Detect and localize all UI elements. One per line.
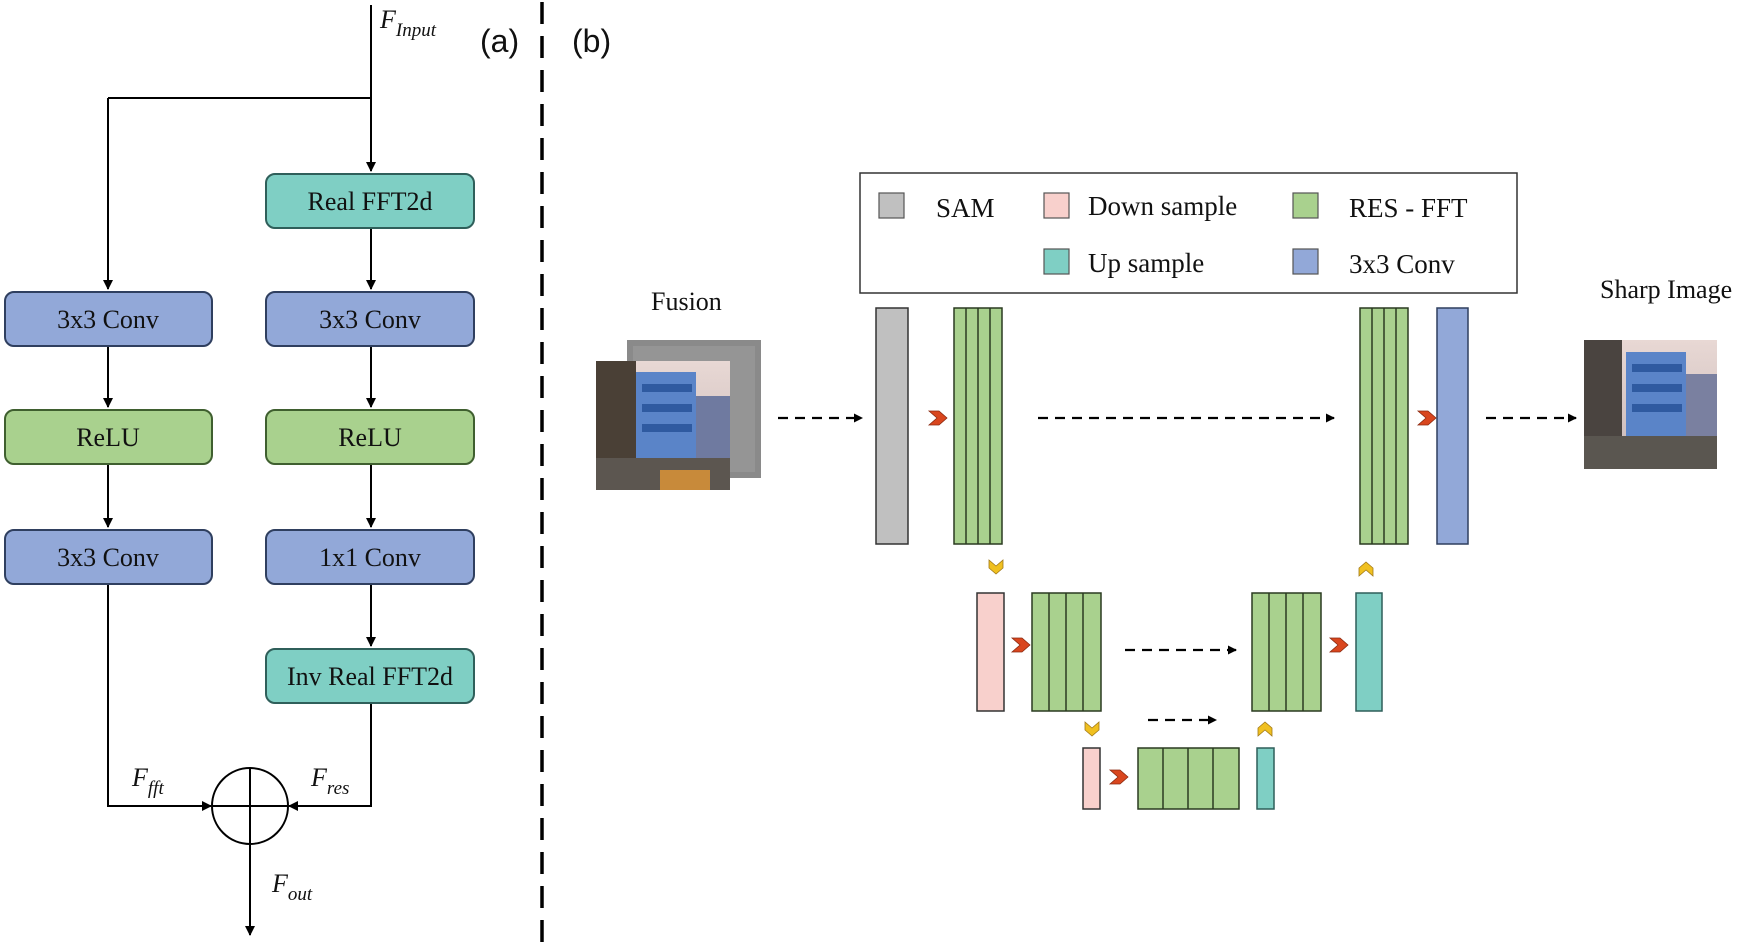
bottleneck-level bbox=[1082, 747, 1275, 810]
fusion-image-stack bbox=[596, 340, 761, 490]
legend-conv-swatch bbox=[1292, 248, 1319, 275]
res-fft-block-enc-2 bbox=[1031, 592, 1102, 712]
dashed-arrows bbox=[778, 413, 1577, 725]
encoder-level-2 bbox=[976, 592, 1102, 712]
chevron-down-icon-1 bbox=[988, 559, 1004, 575]
left-relu-box bbox=[4, 409, 213, 465]
yellow-chevrons bbox=[988, 559, 1374, 737]
down-sample-block-2 bbox=[1082, 747, 1101, 810]
encoder-level-1 bbox=[875, 307, 1003, 545]
left-branch: 3x3 Conv ReLU 3x3 Conv bbox=[4, 291, 213, 585]
panel-a-tag: (a) bbox=[480, 23, 519, 59]
left-relu-label: ReLU bbox=[76, 423, 140, 452]
left-conv-3x3-label: 3x3 Conv bbox=[57, 305, 159, 334]
sum-node bbox=[211, 767, 289, 845]
legend-up-label: Up sample bbox=[1088, 248, 1204, 278]
legend-sam-swatch bbox=[878, 192, 905, 219]
up-sample-block-2 bbox=[1256, 747, 1275, 810]
panel-a-wires bbox=[103, 5, 376, 936]
legend-conv-label: 3x3 Conv bbox=[1349, 249, 1455, 279]
red-arrow-icon-3 bbox=[1010, 637, 1031, 653]
left-conv-3x3-2-label: 3x3 Conv bbox=[57, 543, 159, 572]
decoder-level-2 bbox=[1251, 592, 1383, 712]
conv-1x1-box bbox=[265, 529, 475, 585]
sam-block bbox=[875, 307, 909, 545]
right-branch: Real FFT2d 3x3 Conv ReLU 1x1 Conv Inv Re… bbox=[265, 173, 475, 704]
real-fft2d-box bbox=[265, 173, 475, 229]
legend-down-label: Down sample bbox=[1088, 191, 1237, 221]
up-sample-block-1 bbox=[1355, 592, 1383, 712]
panel-b-tag: (b) bbox=[572, 23, 611, 59]
res-variable: Fres bbox=[310, 763, 349, 799]
decoder-level-1 bbox=[1359, 307, 1469, 545]
legend-resfft-swatch bbox=[1292, 192, 1319, 219]
conv-1x1-label: 1x1 Conv bbox=[319, 543, 421, 572]
panel-a: (a) FInput 3x3 Conv ReLU bbox=[4, 5, 519, 936]
left-conv-3x3-2-box bbox=[4, 529, 213, 585]
inv-real-fft2d-label: Inv Real FFT2d bbox=[287, 662, 453, 691]
input-variable: FInput bbox=[379, 5, 437, 41]
sharp-image-label: Sharp Image bbox=[1600, 275, 1732, 304]
chevron-up-icon-2 bbox=[1257, 721, 1273, 737]
sharp-image bbox=[1584, 340, 1717, 469]
res-fft-block-dec-1 bbox=[1359, 307, 1409, 545]
real-fft2d-label: Real FFT2d bbox=[308, 187, 433, 216]
right-conv-3x3-box bbox=[265, 291, 475, 347]
legend-up-swatch bbox=[1043, 248, 1070, 275]
res-fft-block-dec-2 bbox=[1251, 592, 1322, 712]
legend: SAM Down sample RES - FFT Up sample 3x3 … bbox=[859, 172, 1518, 294]
chevron-up-icon-1 bbox=[1358, 561, 1374, 577]
fusion-label: Fusion bbox=[651, 287, 722, 316]
fft-variable: Ffft bbox=[131, 763, 164, 799]
conv-3x3-block bbox=[1436, 307, 1469, 545]
inv-real-fft2d-box bbox=[265, 648, 475, 704]
legend-frame bbox=[859, 172, 1518, 294]
fusion-image-front bbox=[596, 361, 730, 490]
red-arrow-icon-4 bbox=[1328, 637, 1349, 653]
res-fft-block-enc-1 bbox=[953, 307, 1003, 545]
red-arrow-icon-5 bbox=[1108, 769, 1129, 785]
red-arrow-icon-1 bbox=[927, 410, 948, 426]
right-conv-3x3-label: 3x3 Conv bbox=[319, 305, 421, 334]
red-flow-arrows bbox=[927, 410, 1437, 785]
right-relu-label: ReLU bbox=[338, 423, 402, 452]
left-conv-3x3-box bbox=[4, 291, 213, 347]
legend-resfft-label: RES - FFT bbox=[1349, 193, 1468, 223]
down-sample-block-1 bbox=[976, 592, 1005, 712]
panel-b: (b) SAM Down sample RES - FFT Up sample … bbox=[572, 23, 1732, 810]
out-variable: Fout bbox=[271, 869, 313, 905]
res-fft-block-bottleneck bbox=[1137, 747, 1240, 810]
chevron-down-icon-2 bbox=[1084, 721, 1100, 737]
legend-sam-label: SAM bbox=[936, 193, 995, 223]
red-arrow-icon-2 bbox=[1416, 410, 1437, 426]
legend-down-swatch bbox=[1043, 192, 1070, 219]
right-relu-box bbox=[265, 409, 475, 465]
